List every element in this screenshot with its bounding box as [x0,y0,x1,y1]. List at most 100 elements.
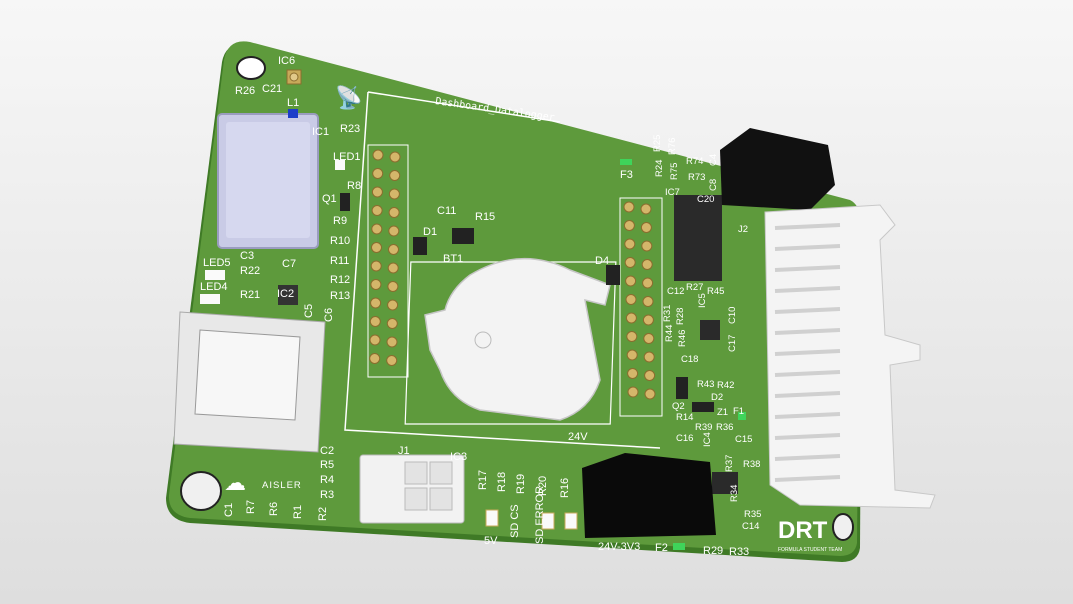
silkscreen-label: R20 [537,476,549,496]
silkscreen-label: R23 [340,123,360,135]
ic2-chip [278,285,298,305]
silkscreen-label: R22 [240,265,260,277]
mounting-hole [832,513,854,541]
j2-pin [774,454,841,461]
silkscreen-label: J1 [398,445,410,457]
silkscreen-label: R2 [317,507,329,521]
pin-header-left [369,149,401,366]
silkscreen-label: D2 [711,392,723,403]
j2-pin [774,370,841,377]
header-pin [642,314,654,326]
header-pin [372,168,384,179]
header-pin [642,296,654,307]
header-pin [388,244,399,255]
l1-inductor [288,109,298,118]
battery-plus-mark [474,331,492,349]
silkscreen-label: R21 [240,289,260,301]
mounting-hole [180,471,222,511]
silkscreen-label: R17 [477,470,489,490]
header-outline-right [619,197,663,417]
silkscreen-label: BT1 [443,253,463,265]
silkscreen-label: C14 [742,521,759,532]
j2-pin [774,286,841,293]
silkscreen-label: LED4 [200,281,228,293]
silkscreen-label: C12 [667,286,684,297]
j1-pin-cavity [429,461,453,485]
j1-pin-cavity [404,487,428,511]
silkscreen-label: IC7 [665,187,680,198]
silkscreen-label: C11 [437,205,456,217]
header-pin [641,259,653,270]
silkscreen-label: IC1 [312,126,329,138]
header-pin [387,262,399,274]
antenna-icon: 📡 [335,83,362,110]
header-pin [372,149,384,161]
silkscreen-label: F3 [620,169,633,181]
header-pin [369,334,381,346]
d1-diode [413,237,427,255]
dcdc-24v-3v3-module [582,453,716,538]
ic1-shield-top [226,122,310,238]
ic7-chip [674,195,722,281]
header-pin [625,294,637,305]
silkscreen-label: R29 [703,545,723,557]
silkscreen-label: R73 [688,172,705,183]
header-pin [388,225,400,237]
header-pin [624,257,636,268]
silkscreen-label: C8 [708,179,719,191]
silkscreen-label: F1 [733,406,744,417]
silkscreen-label: F2 [655,542,668,554]
j2-pin [774,475,841,482]
silkscreen-label: R35 [744,509,761,520]
header-pin [623,220,635,231]
silkscreen-label: R46 [677,330,688,347]
silkscreen-label: R12 [330,274,350,286]
led-24v [564,512,578,530]
antenna-pin [289,72,299,82]
header-pin [626,331,638,342]
header-pin [625,312,637,324]
silkscreen-label: R11 [330,255,349,267]
silkscreen-label: C2 [320,445,334,457]
header-pin [371,186,383,198]
silkscreen-label: R37 [724,455,735,472]
datalogger-outline [344,91,661,449]
header-pin [388,188,400,200]
silkscreen-label: C17 [727,335,738,352]
header-pin [371,205,383,216]
silkscreen-label: R76 [667,138,678,155]
silkscreen-label: R36 [716,422,733,433]
silkscreen-label: R28 [675,308,686,325]
silkscreen-label: LED5 [203,257,231,269]
j2-pin [774,265,841,272]
d4-diode [606,265,620,285]
silkscreen-label: R5 [320,459,334,471]
j1-pin-cavity [404,461,428,485]
silkscreen-label: IC6 [278,55,295,67]
q2-transistor [676,377,688,399]
silkscreen-label: Q2 [672,401,685,412]
silkscreen-label: IC3 [450,451,467,463]
silkscreen-label: LED1 [333,151,361,163]
silkscreen-label: R13 [330,290,350,302]
header-pin [369,316,381,327]
header-pin [643,333,655,344]
header-pin [387,299,399,311]
silkscreen-label: R38 [743,459,760,470]
ic3-regulator [452,228,474,244]
silkscreen-label: C7 [282,258,296,270]
header-pin [640,222,652,233]
silkscreen-label: 5V [484,535,498,547]
black-connector-top [720,128,835,210]
bt1-coin-cell-holder [424,257,611,421]
mounting-hole [236,56,266,80]
silkscreen-label: C4 [708,154,719,166]
led4 [200,294,220,304]
silkscreen-label: R6 [268,502,280,516]
led5 [205,270,225,280]
silkscreen-label: C1 [223,503,235,517]
header-pin [370,297,382,309]
silkscreen-label: R7 [245,500,257,514]
